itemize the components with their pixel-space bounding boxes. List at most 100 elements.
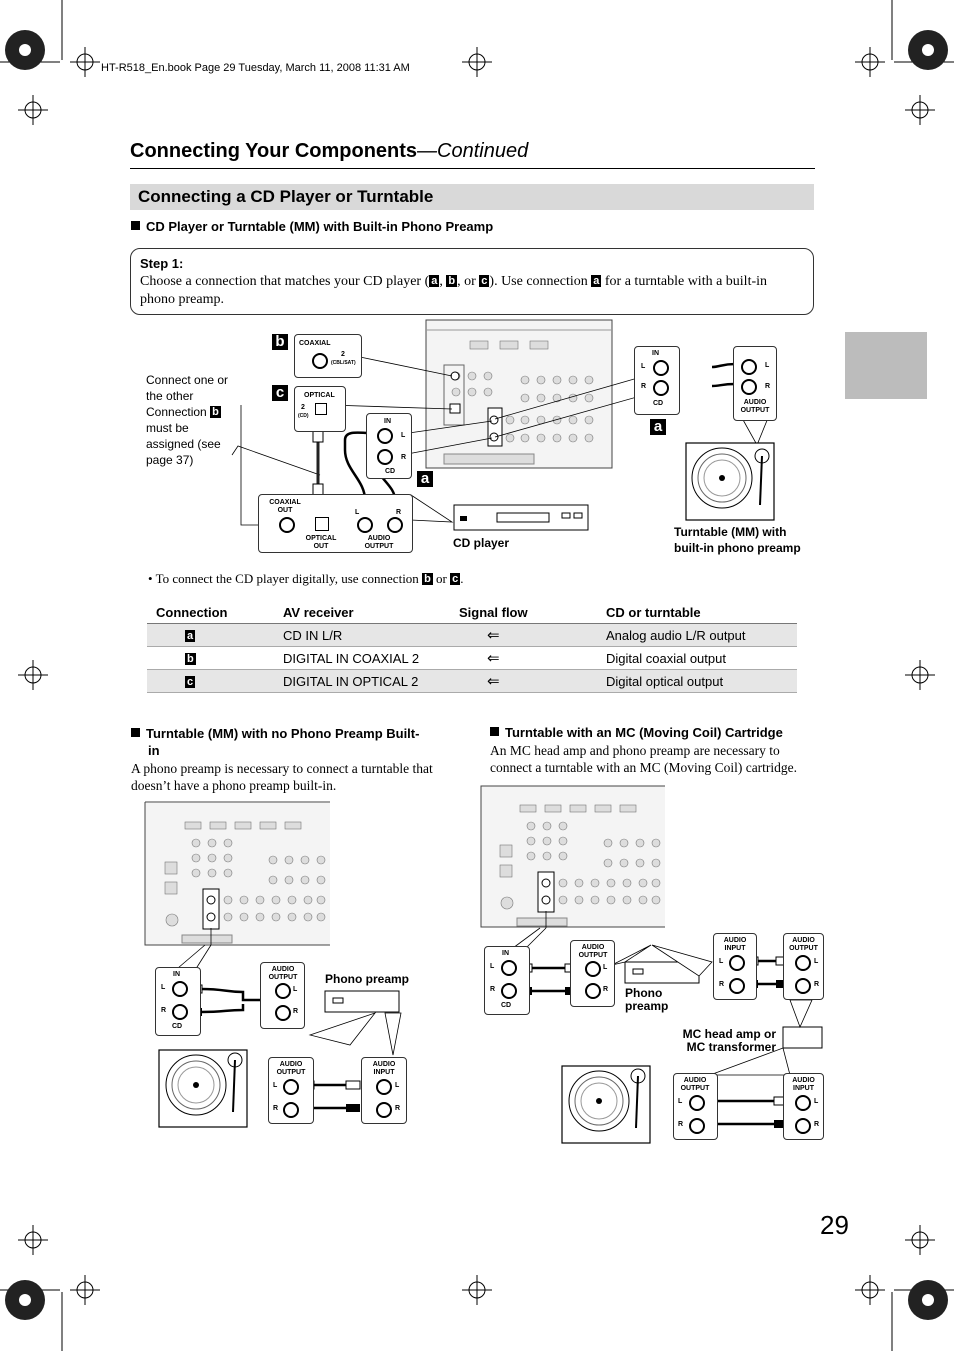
page-title-main: Connecting Your Components (130, 140, 418, 162)
r-preamp-out-l-jack-icon (585, 961, 601, 977)
tag-a: a (591, 275, 602, 287)
table-header: Connection (147, 601, 283, 624)
right-tt-audio-output-label: AUDIO OUTPUT (680, 1077, 710, 1092)
opt-input-sub: (CD) (298, 413, 309, 419)
r-preamp-in-l-label: L (719, 958, 724, 965)
row-tag: c (185, 675, 196, 688)
left-in-l-jack-icon (172, 981, 188, 997)
left-in-r-jack-icon (172, 1004, 188, 1020)
out-l-label: L (355, 509, 360, 516)
left-in-cd-label: CD (172, 1023, 183, 1030)
coax-input-sub: (CBL/SAT) (331, 360, 356, 366)
mc-label-line2: MC transformer (686, 1040, 776, 1054)
right-in-r-jack-icon (501, 983, 517, 999)
optical-label: OPTICAL (304, 392, 335, 399)
connection-note-text: Connect one or the other Connection (146, 373, 229, 419)
coaxial-label: COAXIAL (299, 340, 331, 347)
r-preamp-in-r-label: R (719, 981, 725, 988)
step-box: Step 1: Choose a connection that matches… (130, 248, 814, 315)
row-device: Digital optical output (606, 669, 797, 693)
step-text-1: Choose a connection that matches your CD… (140, 274, 430, 289)
preamp-in-r-jack-icon (376, 1102, 392, 1118)
row-tag: a (185, 629, 196, 642)
left-tt-audio-output-label: AUDIO OUTPUT (276, 1061, 306, 1076)
left-in-r-label: R (161, 1007, 167, 1014)
in-r-jack-icon (377, 449, 393, 465)
r-preamp-in-l-jack-icon (729, 955, 745, 971)
coax-input-number: 2 (341, 351, 345, 358)
left-tt-out-l-label: L (273, 1082, 278, 1089)
left-preamp-audio-output-label: AUDIO OUTPUT (268, 966, 298, 981)
row-receiver: DIGITAL IN OPTICAL 2 (283, 669, 459, 693)
tt-in-cd-label: CD (653, 400, 664, 407)
row-device: Digital coaxial output (606, 646, 797, 670)
row-flow: ⇐ (459, 669, 606, 693)
left-tt-output-bubble: AUDIO OUTPUT L R (268, 1057, 314, 1124)
chapter-side-tab (845, 332, 927, 399)
optical-out-label: OPTICAL OUT (305, 535, 337, 550)
tt-output-bubble: L R AUDIO OUTPUT (733, 346, 777, 421)
right-section-heading: Turntable with an MC (Moving Coil) Cartr… (490, 725, 783, 740)
row-receiver: DIGITAL IN COAXIAL 2 (283, 646, 459, 670)
in-r-label: R (401, 454, 407, 461)
mc-in-l-label: L (814, 1098, 819, 1105)
in-l-label: L (401, 432, 406, 439)
row-tag: b (185, 652, 196, 665)
coaxial-out-label: COAXIAL OUT (269, 499, 301, 514)
right-in-cd-label: CD (501, 1002, 512, 1009)
connection-c-marker: c (272, 385, 288, 401)
connection-a-marker-cd: a (417, 471, 433, 487)
audio-output-label: AUDIO OUTPUT (364, 535, 394, 550)
mc-head-amp-label: MC head amp or MC transformer (676, 1028, 776, 1054)
right-section-body: An MC head amp and phono preamp are nece… (490, 743, 798, 775)
table-row: a CD IN L/R ⇐ Analog audio L/R output (147, 623, 797, 647)
step-text: Choose a connection that matches your CD… (140, 273, 805, 309)
optical-jack-icon (315, 403, 327, 415)
table-header: AV receiver (283, 601, 459, 624)
digital-note-or: or (436, 571, 447, 586)
right-in-l-label: L (490, 963, 495, 970)
left-preamp-audio-input-label: AUDIO INPUT (372, 1061, 396, 1076)
cd-player-outputs-panel: COAXIAL OUT OPTICAL OUT L R AUDIO OUTPUT (258, 494, 413, 553)
in-cd-label: CD (385, 468, 396, 475)
page-title-suffix: —Continued (417, 140, 529, 162)
mc-input-bubble: AUDIO INPUT L R (783, 1073, 824, 1140)
r-preamp-out-r-jack-icon (585, 983, 601, 999)
preamp-out-l-label: L (293, 986, 298, 993)
connection-note-tail: must be assigned (see page 37) (146, 421, 221, 467)
step-label: Step 1: (140, 256, 184, 271)
title-rule (130, 168, 815, 169)
right-tt-out-r-jack-icon (689, 1118, 705, 1134)
left-section-body: A phono preamp is necessary to connect a… (131, 761, 433, 793)
right-tt-output-bubble: AUDIO OUTPUT L R (673, 1073, 718, 1140)
right-in-label: IN (502, 950, 509, 957)
tag-b: b (422, 573, 433, 585)
right-tt-out-l-label: L (678, 1098, 683, 1105)
tag-c: c (450, 573, 461, 585)
tt-audio-output-label: AUDIO OUTPUT (740, 399, 770, 414)
left-preamp-output-bubble: AUDIO OUTPUT L R (260, 962, 305, 1029)
r-preamp-out-l-label: L (603, 964, 608, 971)
connection-note: Connect one or the other Connection b mu… (146, 372, 232, 468)
mc-label-line1: MC head amp or (682, 1027, 776, 1041)
right-preamp-audio-input-label: AUDIO INPUT (723, 937, 747, 952)
cd-in-bubble: IN L R CD (366, 413, 412, 479)
section-title-bar: Connecting a CD Player or Turntable (130, 184, 814, 210)
connection-table: Connection AV receiver Signal flow CD or… (147, 601, 797, 693)
step-text-2: ). Use connection (489, 274, 588, 289)
right-tt-out-l-jack-icon (689, 1095, 705, 1111)
subsection-heading-1: CD Player or Turntable (MM) with Built-i… (131, 219, 493, 234)
preamp-in-l-label: L (395, 1082, 400, 1089)
turntable-label: Turntable (MM) with built-in phono pream… (674, 525, 801, 555)
table-header: CD or turntable (606, 601, 797, 624)
opt-input-number: 2 (301, 404, 305, 411)
step-sep-1: , (439, 274, 443, 289)
preamp-in-r-label: R (395, 1105, 401, 1112)
tt-out-r-jack-icon (741, 379, 757, 395)
right-phono-preamp-label: Phono preamp (625, 987, 668, 1013)
tt-in-l-label: L (641, 363, 646, 370)
right-heading-text: Turntable with an MC (Moving Coil) Cartr… (505, 725, 783, 740)
